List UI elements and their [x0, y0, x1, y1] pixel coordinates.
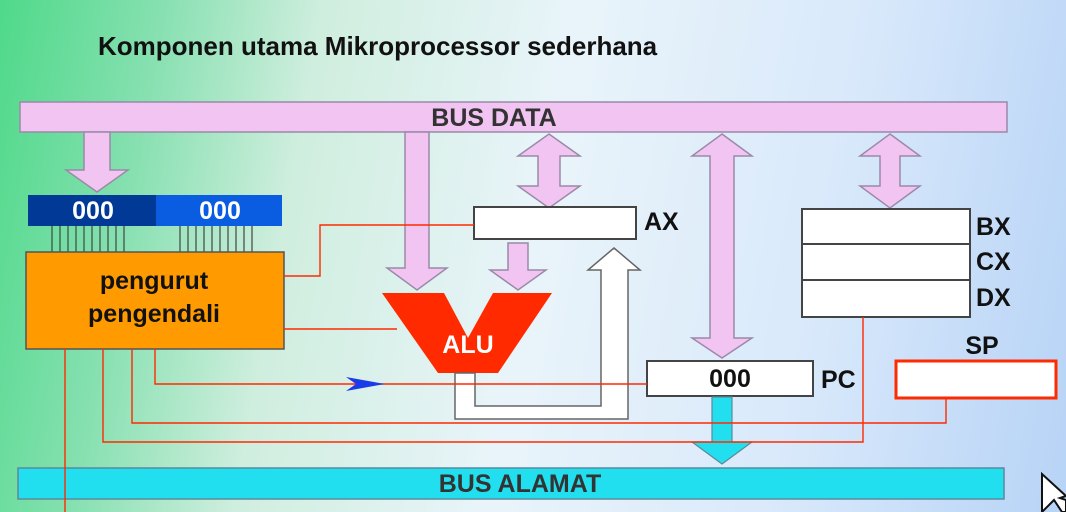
- bus-data-label: BUS DATA: [431, 104, 556, 132]
- bx-register: [801, 208, 971, 245]
- ir-right-value: 000: [199, 197, 241, 225]
- ax-label: AX: [644, 208, 679, 236]
- alu-label: ALU: [442, 331, 493, 359]
- bus-data-bar: [19, 101, 1008, 133]
- dx-register: [801, 279, 971, 318]
- ax-register: [473, 206, 637, 240]
- bus-to-ir-arrow: [63, 131, 131, 193]
- pc-register: [646, 360, 814, 397]
- bx-bus-arrow: [857, 133, 923, 209]
- pc-to-address-bus-arrow: [690, 396, 754, 465]
- bx-label: BX: [976, 213, 1011, 241]
- dx-label: DX: [976, 284, 1011, 312]
- ir-pins: [51, 226, 253, 252]
- ax-to-alu-arrow: [487, 242, 549, 291]
- bus-alamat-bar: [17, 467, 1005, 500]
- alu-shape: [382, 293, 552, 373]
- alu-feedback-arrow: [454, 247, 643, 420]
- control-lines: [64, 224, 947, 512]
- mouse-cursor-icon: [1041, 471, 1066, 512]
- pc-value: 000: [709, 365, 751, 393]
- bus-alamat-label: BUS ALAMAT: [439, 470, 601, 498]
- cx-register: [801, 243, 971, 281]
- ax-bus-arrow: [515, 133, 583, 209]
- cx-label: CX: [976, 248, 1011, 276]
- page-title: Komponen utama Mikroprocessor sederhana: [98, 31, 658, 61]
- ir-left-cell: [28, 195, 156, 226]
- control-unit-line2: pengendali: [88, 300, 220, 328]
- sp-label: SP: [965, 332, 998, 360]
- control-signal-arrowhead: [346, 377, 385, 391]
- pc-bus-arrow: [689, 133, 755, 359]
- pc-label: PC: [821, 366, 856, 394]
- ir-left-value: 000: [72, 197, 114, 225]
- control-unit-line1: pengurut: [100, 267, 209, 295]
- sp-register: [894, 359, 1058, 400]
- ir-right-cell: [156, 195, 282, 226]
- bus-to-alu-arrow: [384, 131, 450, 291]
